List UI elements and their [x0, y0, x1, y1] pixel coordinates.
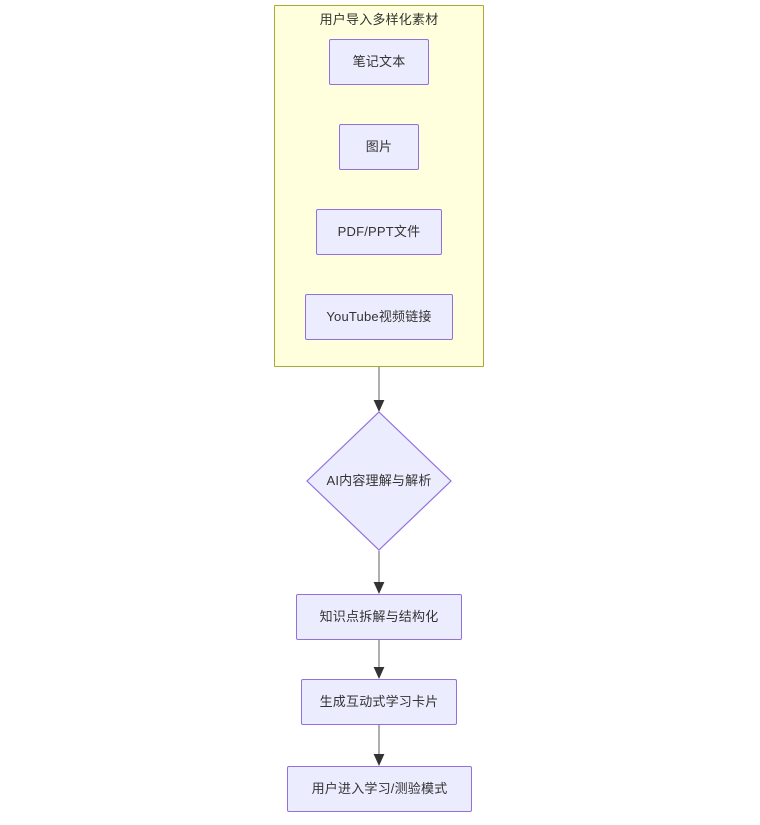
node-label: 笔记文本: [352, 54, 406, 69]
node-note-text[interactable]: 笔记文本: [329, 39, 429, 85]
node-label: AI内容理解与解析: [326, 473, 432, 488]
node-study-mode[interactable]: 用户进入学习/测验模式: [287, 766, 472, 812]
node-label: 生成互动式学习卡片: [319, 694, 439, 709]
node-label: PDF/PPT文件: [337, 224, 421, 239]
subgraph-title: 用户导入多样化素材: [319, 12, 439, 27]
diamond-shape: [306, 411, 452, 551]
node-generate-cards[interactable]: 生成互动式学习卡片: [301, 679, 457, 725]
arrow-head-ai-to-structure: [373, 582, 385, 594]
node-ai-parse[interactable]: AI内容理解与解析: [306, 411, 452, 551]
node-label: 图片: [365, 139, 393, 154]
arrow-head-cards-to-mode: [373, 754, 385, 766]
arrow-head-structure-to-cards: [373, 667, 385, 679]
node-label: YouTube视频链接: [326, 309, 432, 324]
node-label: 用户进入学习/测验模式: [311, 781, 448, 796]
node-pdf-ppt[interactable]: PDF/PPT文件: [316, 209, 442, 255]
node-knowledge-structure[interactable]: 知识点拆解与结构化: [296, 594, 462, 640]
node-image[interactable]: 图片: [339, 124, 419, 170]
node-youtube-link[interactable]: YouTube视频链接: [305, 294, 453, 340]
node-label: 知识点拆解与结构化: [319, 609, 439, 624]
